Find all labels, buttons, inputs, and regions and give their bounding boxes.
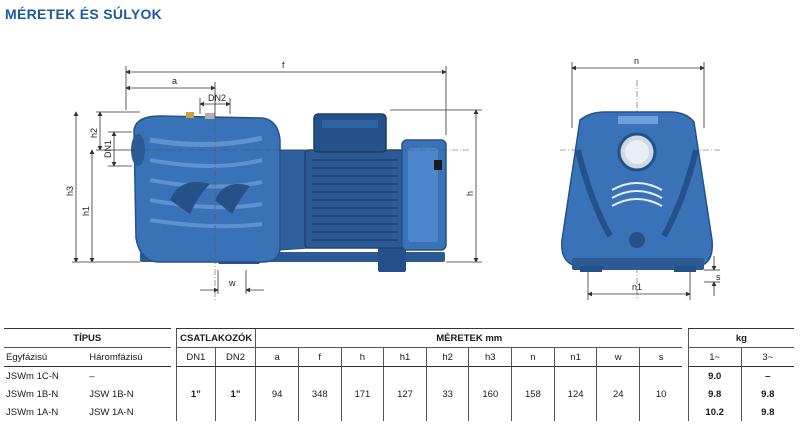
header-n: n bbox=[511, 347, 555, 367]
dim-label-n1: n1 bbox=[632, 282, 642, 292]
dim-label-h: h bbox=[465, 191, 475, 196]
header-connectors: CSATLAKOZÓK bbox=[176, 328, 256, 348]
row-2-three: JSW 1B-N bbox=[89, 388, 134, 400]
pump-foot-right bbox=[378, 246, 406, 272]
value-a: 94 bbox=[255, 366, 299, 421]
header-dn1: DN1 bbox=[176, 347, 216, 367]
pump-side-view bbox=[131, 112, 447, 272]
header-w: w bbox=[596, 347, 640, 367]
header-h2: h2 bbox=[425, 347, 469, 367]
value-w: 24 bbox=[596, 366, 640, 421]
row-2-single: JSWm 1B-N bbox=[6, 388, 59, 400]
dim-label-h1: h1 bbox=[81, 206, 91, 216]
row-3-single: JSWm 1A-N bbox=[6, 406, 59, 418]
header-dn2: DN2 bbox=[214, 347, 256, 367]
dim-label-h2: h2 bbox=[89, 128, 99, 138]
dim-label-h3: h3 bbox=[65, 186, 75, 196]
dim-label-s: s bbox=[716, 272, 721, 282]
table-row: JSWm 1B-N JSW 1B-N 9.8 9.8 bbox=[4, 385, 794, 403]
motor-body bbox=[304, 149, 406, 249]
page-title: MÉRETEK ÉS SÚLYOK bbox=[5, 6, 163, 22]
table-row: JSWm 1C-N – 1” 1” 94 348 171 127 33 160 … bbox=[4, 366, 794, 421]
header-kg-single: 1~ bbox=[687, 347, 742, 367]
dim-label-n: n bbox=[634, 56, 639, 66]
side-dimensions bbox=[72, 66, 482, 294]
header-f: f bbox=[297, 347, 342, 367]
header-dimensions: MÉRETEK mm bbox=[255, 328, 683, 348]
value-h: 171 bbox=[340, 366, 384, 421]
header-type: TÍPUS bbox=[4, 328, 171, 348]
header-three-phase: Háromfázisú bbox=[87, 347, 171, 367]
header-single-phase: Egyfázisú bbox=[4, 347, 88, 367]
motor-terminal-box bbox=[313, 113, 387, 153]
row-1-three: – bbox=[89, 370, 95, 382]
value-n: 158 bbox=[511, 366, 555, 421]
row-1-kg-single: 9.0 bbox=[687, 366, 742, 385]
table-row: JSWm 1A-N JSW 1A-N 10.2 9.8 bbox=[4, 403, 794, 421]
header-weight: kg bbox=[687, 328, 794, 348]
value-h1: 127 bbox=[383, 366, 427, 421]
value-f: 348 bbox=[297, 366, 342, 421]
header-h: h bbox=[340, 347, 384, 367]
row-2-kg-single: 9.8 bbox=[687, 385, 742, 403]
dimensions-weights-table: TÍPUS CSATLAKOZÓK MÉRETEK mm kg Egyfázis… bbox=[4, 328, 794, 421]
row-1-kg-three: – bbox=[740, 366, 794, 385]
front-dimensions bbox=[571, 62, 720, 300]
dim-label-dn1: DN1 bbox=[103, 140, 113, 158]
header-n1: n1 bbox=[553, 347, 597, 367]
row-3-kg-three: 9.8 bbox=[740, 403, 794, 421]
value-s: 10 bbox=[639, 366, 683, 421]
row-3-kg-single: 10.2 bbox=[687, 403, 742, 421]
value-dn1: 1” bbox=[176, 366, 216, 421]
header-h3: h3 bbox=[468, 347, 512, 367]
row-2-kg-three: 9.8 bbox=[740, 385, 794, 403]
value-h2: 33 bbox=[425, 366, 469, 421]
value-n1: 124 bbox=[553, 366, 597, 421]
dim-label-dn2: DN2 bbox=[208, 93, 226, 103]
dim-label-a: a bbox=[172, 76, 177, 86]
row-1-single: JSWm 1C-N bbox=[6, 370, 59, 382]
row-3-three: JSW 1A-N bbox=[89, 406, 134, 418]
dim-label-w: w bbox=[228, 278, 236, 288]
pump-front-body bbox=[561, 111, 713, 267]
value-h3: 160 bbox=[468, 366, 512, 421]
header-kg-three: 3~ bbox=[740, 347, 794, 367]
value-dn2: 1” bbox=[214, 366, 256, 421]
table-sub-header-row: Egyfázisú Háromfázisú DN1 DN2 a f h h1 h… bbox=[4, 347, 794, 367]
pump-dimension-drawing: f a DN2 h2 DN1 h3 h1 h w n n1 s bbox=[65, 56, 721, 300]
header-s: s bbox=[639, 347, 683, 367]
pump-front-view bbox=[561, 111, 713, 272]
header-a: a bbox=[255, 347, 299, 367]
dim-label-f: f bbox=[282, 60, 285, 70]
table-group-header-row: TÍPUS CSATLAKOZÓK MÉRETEK mm kg bbox=[4, 328, 794, 348]
header-h1: h1 bbox=[383, 347, 427, 367]
